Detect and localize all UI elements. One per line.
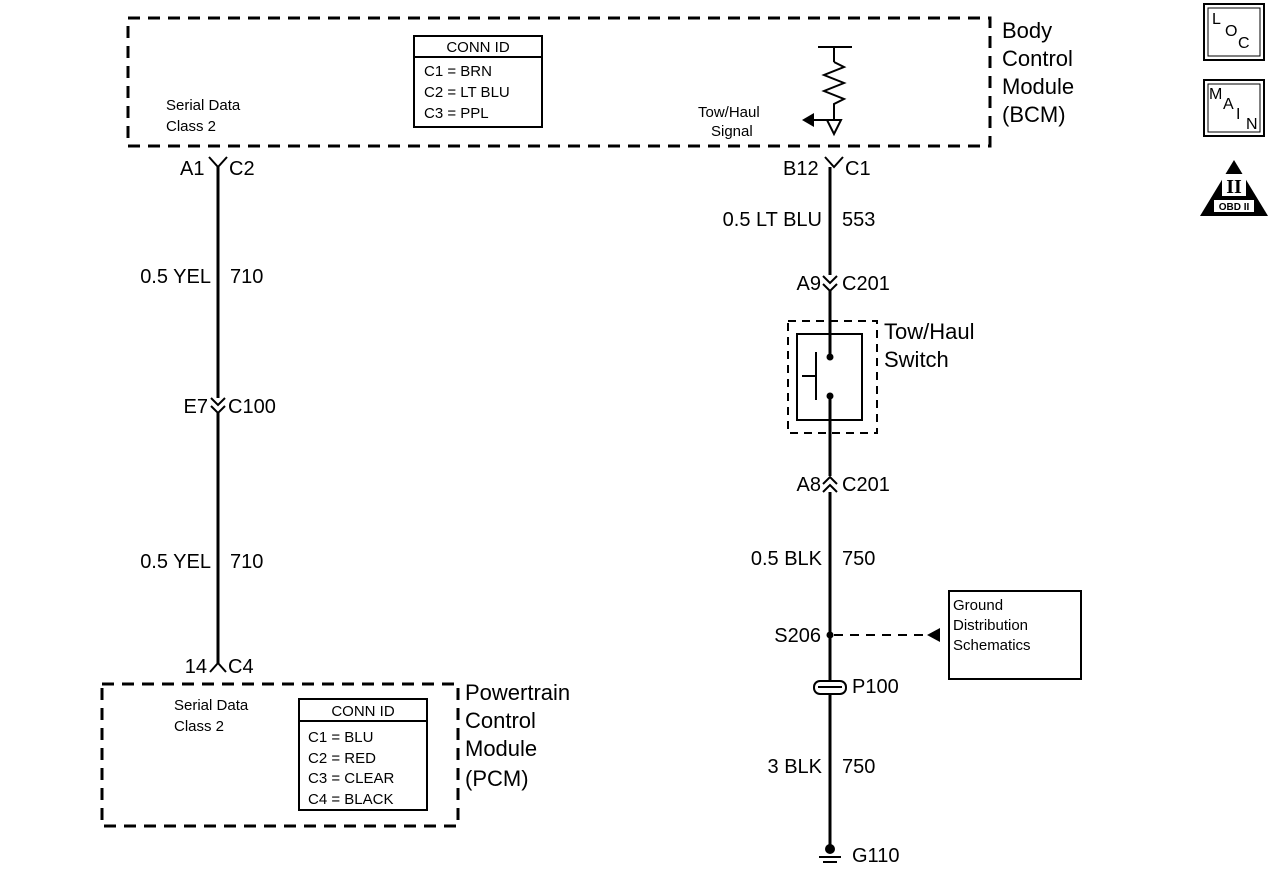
- connector-terminal-icon: [824, 156, 844, 169]
- inline-pin-e7: E7: [184, 396, 208, 418]
- ground-reference-label: Ground: [953, 597, 1003, 614]
- conn-id-row: C1 = BRN: [424, 63, 492, 80]
- main-icon: I: [1236, 106, 1240, 123]
- main-icon: M: [1209, 86, 1222, 103]
- main-icon: N: [1246, 116, 1258, 133]
- tow-haul-signal-label: Tow/Haul: [698, 104, 760, 121]
- wire-color-label: 0.5 LT BLU: [723, 209, 822, 231]
- bcm-name: Body: [1002, 18, 1052, 43]
- wire-color-label: 0.5 YEL: [140, 266, 211, 288]
- inline-connector-icon: [822, 475, 838, 493]
- obd-roman-numeral: II: [1226, 176, 1242, 198]
- tow-haul-switch-icon: [787, 320, 878, 434]
- wire-circuit-label: 750: [842, 548, 875, 570]
- ground-reference-label: Distribution: [953, 617, 1028, 634]
- loc-icon: O: [1225, 23, 1237, 40]
- pcm-name: Control: [465, 708, 536, 733]
- tow-haul-circuit: B12 C1 0.5 LT BLU 553 A9 C201 Tow/Haul S…: [723, 156, 1082, 867]
- loc-icon: C: [1238, 35, 1250, 52]
- inline-connector-icon: [822, 275, 838, 293]
- bcm-name: (BCM): [1002, 102, 1066, 127]
- obd-ii-button[interactable]: II OBD II: [1200, 160, 1268, 216]
- wire-circuit-label: 710: [230, 551, 263, 573]
- loc-icon: L: [1212, 11, 1221, 28]
- bcm-pin-a1: A1: [180, 158, 204, 180]
- main-icon: A: [1223, 96, 1234, 113]
- pcm-name: (PCM): [465, 766, 529, 791]
- connector-pin-a8: A8: [797, 474, 821, 496]
- bcm-module: Body Control Module (BCM) Serial Data Cl…: [126, 16, 1074, 148]
- tow-haul-signal-label: Signal: [711, 123, 753, 140]
- connector-terminal-icon: [208, 156, 228, 169]
- pcm-serial-data-label: Class 2: [174, 718, 224, 735]
- bcm-conn-id-table: CONN ID C1 = BRN C2 = LT BLU C3 = PPL: [413, 35, 543, 128]
- bcm-serial-data-label: Class 2: [166, 118, 216, 135]
- pcm-pin-14: 14: [185, 656, 207, 678]
- conn-id-row: C3 = PPL: [424, 105, 489, 122]
- bcm-connector-c1: C1: [845, 158, 871, 180]
- bcm-serial-data-label: Serial Data: [166, 97, 241, 114]
- wire-circuit-label: 750: [842, 756, 875, 778]
- splice-s206: S206: [774, 625, 821, 647]
- obd-label: OBD II: [1219, 202, 1250, 213]
- wire-color-label: 0.5 BLK: [751, 548, 823, 570]
- pcm-serial-data-label: Serial Data: [174, 697, 249, 714]
- bcm-dashed-outline: [126, 16, 992, 148]
- inline-connector-c100: C100: [228, 396, 276, 418]
- wire-color-label: 0.5 YEL: [140, 551, 211, 573]
- conn-id-title: CONN ID: [446, 39, 510, 56]
- conn-id-row: C4 = BLACK: [308, 791, 393, 808]
- arrow-left-icon: [927, 628, 940, 642]
- conn-id-row: C2 = RED: [308, 750, 376, 767]
- pass-through-grommet-icon: [813, 680, 847, 695]
- bcm-name: Module: [1002, 74, 1074, 99]
- main-button[interactable]: M A I N: [1203, 79, 1265, 137]
- connector-pin-a9: A9: [797, 273, 821, 295]
- pcm-connector-c4: C4: [228, 656, 254, 678]
- connector-c201: C201: [842, 474, 890, 496]
- serial-data-circuit: A1 C2 0.5 YEL 710 E7 C100 0.5 YEL 710 14…: [140, 156, 276, 678]
- pass-through-p100: P100: [852, 676, 899, 698]
- wire-circuit-label: 710: [230, 266, 263, 288]
- bcm-pin-b12: B12: [783, 158, 819, 180]
- conn-id-title: CONN ID: [331, 703, 395, 720]
- pull-up-resistor-icon: [802, 46, 852, 137]
- ground-icon: [819, 844, 841, 863]
- bcm-name: Control: [1002, 46, 1073, 71]
- pcm-name: Module: [465, 736, 537, 761]
- pcm-conn-id-table: CONN ID C1 = BLU C2 = RED C3 = CLEAR C4 …: [298, 698, 428, 811]
- conn-id-row: C1 = BLU: [308, 729, 373, 746]
- loc-button[interactable]: L O C: [1203, 3, 1265, 61]
- tow-haul-switch-label: Tow/Haul: [884, 319, 974, 344]
- conn-id-row: C2 = LT BLU: [424, 84, 510, 101]
- bcm-connector-c2: C2: [229, 158, 255, 180]
- conn-id-row: C3 = CLEAR: [308, 770, 394, 787]
- ground-g110: G110: [852, 845, 899, 867]
- connector-c201: C201: [842, 273, 890, 295]
- pcm-name: Powertrain: [465, 680, 570, 705]
- inline-connector-icon: [210, 397, 226, 415]
- pcm-module: Powertrain Control Module (PCM) Serial D…: [100, 680, 570, 828]
- wire-circuit-label: 553: [842, 209, 875, 231]
- tow-haul-switch-label: Switch: [884, 347, 949, 372]
- splice-icon: [826, 631, 834, 639]
- connector-terminal-icon: [209, 661, 227, 673]
- wire-color-label: 3 BLK: [768, 756, 823, 778]
- pcm-dashed-outline: [100, 682, 460, 828]
- ground-distribution-reference[interactable]: Ground Distribution Schematics: [948, 590, 1082, 680]
- ground-reference-label: Schematics: [953, 637, 1031, 654]
